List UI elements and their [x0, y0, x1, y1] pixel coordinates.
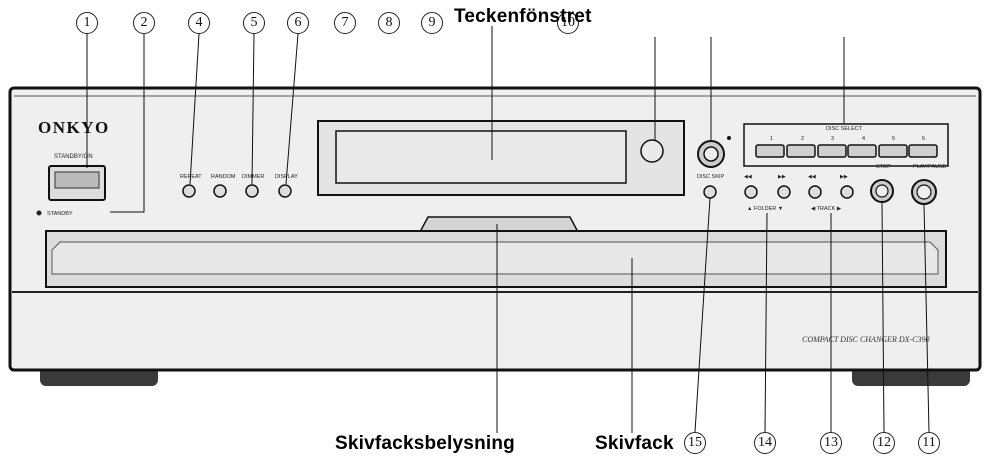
callout-number-11: 11: [918, 432, 940, 454]
disc-1-button[interactable]: [755, 144, 785, 158]
random-button[interactable]: [213, 184, 227, 198]
standby-indicator: [36, 210, 42, 216]
track-next-caption: ▶▶: [840, 174, 848, 180]
callout-number-2: 2: [133, 12, 155, 34]
disc-select-frame: [743, 123, 949, 167]
play-pause-caption: PLAY/PAUSE: [913, 164, 947, 170]
standby-on-caption: STANDBY/ON: [54, 154, 93, 160]
disc-6-button[interactable]: [908, 144, 938, 158]
disc-skip-caption: DISC SKIP: [697, 174, 725, 180]
callout-number-15: 15: [684, 432, 706, 454]
random-caption: RANDOM: [211, 174, 236, 180]
disc-number-6: 6: [922, 136, 925, 142]
disc-number-2: 2: [801, 136, 804, 142]
leader-2: [110, 34, 145, 213]
tray-light-label: Skivfacksbelysning: [335, 433, 515, 454]
track-prev-button[interactable]: [808, 185, 822, 199]
folder-up-caption: ▶▶: [778, 174, 786, 180]
disc-2-button[interactable]: [786, 144, 816, 158]
disc-skip-button[interactable]: [703, 185, 717, 199]
callout-number-13: 13: [820, 432, 842, 454]
disc-select-knob-inner: [703, 146, 719, 162]
callout-leaders: [86, 26, 930, 433]
callout-number-8: 8: [378, 12, 400, 34]
disc-3-button[interactable]: [817, 144, 847, 158]
leader-4: [189, 33, 200, 185]
leader-12: [881, 201, 885, 433]
folder-caption: ▲ FOLDER ▼: [747, 206, 783, 212]
leader-15: [694, 197, 711, 433]
disc-number-1: 1: [770, 136, 773, 142]
callout-number-9: 9: [421, 12, 443, 34]
leader-11: [923, 203, 930, 433]
track-next-button[interactable]: [840, 185, 854, 199]
callout-number-5: 5: [243, 12, 265, 34]
leader-6: [285, 33, 299, 185]
disc-select-buttons: [755, 144, 938, 158]
stop-button-inner: [875, 184, 889, 198]
callout-number-4: 4: [188, 12, 210, 34]
disc-number-5: 5: [892, 136, 895, 142]
brand-logo: ONKYO: [38, 118, 110, 137]
callout-number-12: 12: [873, 432, 895, 454]
folder-up-button[interactable]: [777, 185, 791, 199]
callout-number-10: 10: [557, 12, 579, 34]
repeat-caption: REPEAT: [180, 174, 202, 180]
disc-number-labels: 1 2 3 4 5 6: [770, 136, 925, 142]
remote-sensor: [640, 139, 664, 163]
stop-caption: STOP: [876, 164, 891, 170]
dimmer-button[interactable]: [245, 184, 259, 198]
disc-number-3: 3: [831, 136, 834, 142]
dimmer-caption: DIMMER: [242, 174, 264, 180]
repeat-button[interactable]: [182, 184, 196, 198]
callout-number-14: 14: [754, 432, 776, 454]
leader-5: [251, 33, 255, 185]
track-prev-caption: ◀◀: [808, 174, 816, 180]
knob-indicator-dot: [727, 136, 731, 140]
callout-number-1: 1: [76, 12, 98, 34]
model-text: COMPACT DISC CHANGER DX-C390: [802, 335, 930, 344]
disc-tray-label: Skivfack: [595, 433, 674, 454]
track-caption: ◀ TRACK ▶: [811, 206, 842, 212]
callout-number-6: 6: [287, 12, 309, 34]
callout-number-7: 7: [334, 12, 356, 34]
standby-indicator-caption: STANDBY: [47, 211, 73, 217]
display-window: [335, 130, 627, 184]
disc-5-button[interactable]: [878, 144, 908, 158]
display-window-label: Teckenfönstret: [454, 6, 592, 27]
disc-tray-inner-bevel: [51, 241, 939, 275]
folder-down-button[interactable]: [744, 185, 758, 199]
disc-select-caption: DISC SELECT: [826, 126, 863, 132]
tray-light-window: [418, 216, 580, 233]
leader-14: [764, 212, 768, 433]
standby-on-button-face: [54, 171, 100, 189]
disc-4-button[interactable]: [847, 144, 877, 158]
disc-number-4: 4: [862, 136, 865, 142]
folder-down-caption: ◀◀: [744, 174, 752, 180]
play-pause-button-inner: [916, 184, 932, 200]
display-button[interactable]: [278, 184, 292, 198]
